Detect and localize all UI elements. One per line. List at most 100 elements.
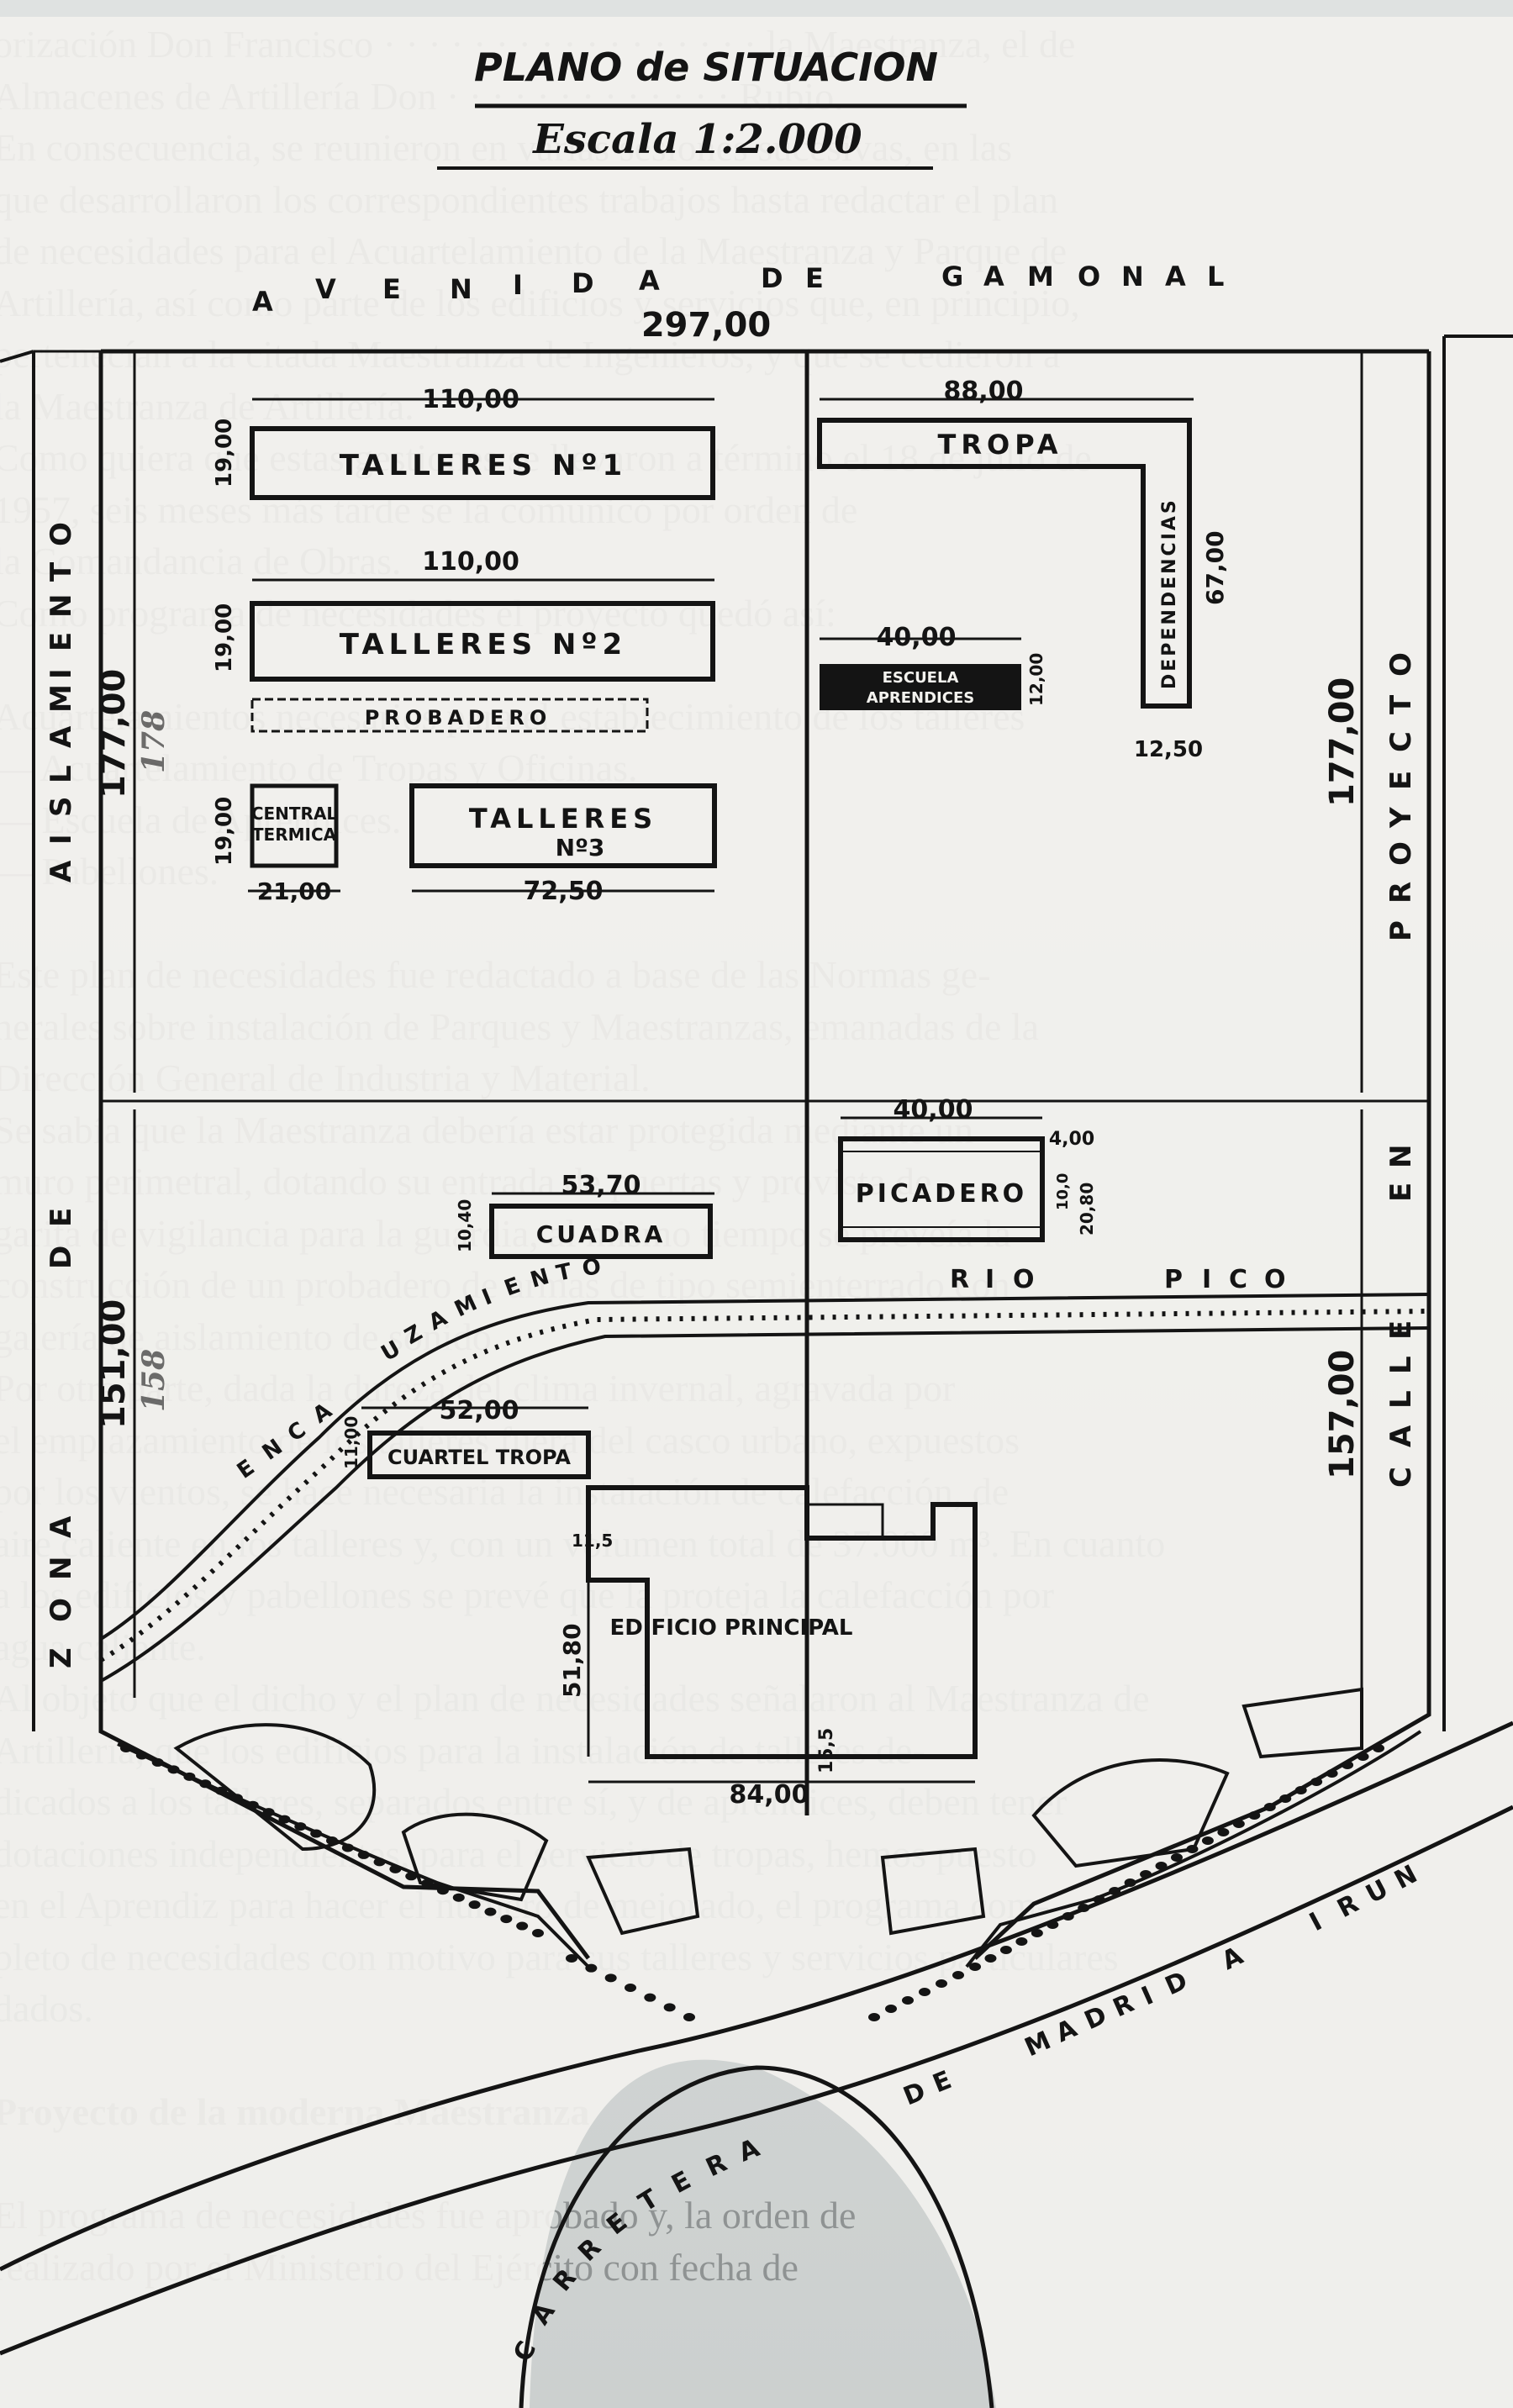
svg-text:E: E [1384, 1183, 1418, 1202]
tree-dot [452, 1893, 465, 1902]
tree-dot [278, 1815, 291, 1824]
tree-dot [683, 2013, 695, 2021]
tree-dot [1171, 1853, 1183, 1862]
tree-dot [868, 2013, 880, 2021]
svg-text:A: A [1384, 1425, 1418, 1447]
svg-text:15,5: 15,5 [816, 1728, 837, 1773]
svg-text:EDIFICIO PRINCIPAL: EDIFICIO PRINCIPAL [610, 1615, 853, 1641]
svg-text:10,0: 10,0 [1054, 1173, 1072, 1210]
svg-text:110,00: 110,00 [422, 385, 519, 414]
svg-text:R: R [950, 1265, 969, 1294]
svg-text:12,00: 12,00 [1026, 653, 1046, 706]
svg-text:84,00: 84,00 [730, 1780, 809, 1810]
svg-text:E: E [45, 632, 78, 651]
svg-text:P: P [1384, 920, 1418, 941]
tree-dot [1015, 1937, 1028, 1946]
tree-dot [373, 1857, 386, 1867]
svg-text:A: A [45, 725, 78, 748]
svg-text:T: T [45, 561, 78, 582]
tree-dot [1357, 1752, 1369, 1761]
svg-text:TALLERES Nº2: TALLERES Nº2 [340, 628, 627, 661]
svg-text:51,80: 51,80 [558, 1623, 586, 1698]
svg-text:TALLERES: TALLERES [469, 803, 657, 835]
svg-text:S: S [45, 797, 78, 818]
tree-dot [230, 1794, 243, 1803]
svg-text:N: N [1384, 1145, 1418, 1168]
svg-text:N: N [45, 594, 78, 618]
building-probadero: PROBADERO [250, 698, 649, 733]
svg-text:19,00: 19,00 [212, 603, 237, 672]
street-label-avenida-de-gamonal: A V E N I D A D E G A M O N A L [252, 261, 1224, 318]
tree-dot [999, 1946, 1012, 1954]
tree-dot [341, 1843, 354, 1852]
svg-text:O: O [1384, 841, 1418, 866]
svg-text:Z: Z [45, 1647, 78, 1668]
svg-text:A: A [639, 265, 660, 297]
svg-text:177,00: 177,00 [94, 669, 133, 798]
svg-text:A: A [252, 286, 273, 318]
tree-dot [1279, 1794, 1292, 1803]
svg-text:A: A [45, 1515, 78, 1538]
svg-text:178: 178 [136, 710, 171, 773]
svg-text:E: E [1384, 1320, 1418, 1340]
svg-text:CENTRAL: CENTRAL [251, 804, 338, 824]
svg-text:L: L [1207, 261, 1224, 292]
plan-paper [0, 17, 1513, 2408]
tree-dot [1248, 1811, 1261, 1820]
svg-text:E: E [667, 2166, 696, 2200]
svg-text:N: N [1121, 261, 1144, 292]
tree-dot [500, 1915, 513, 1924]
left-street [0, 350, 35, 1731]
svg-text:APRENDICES: APRENDICES [867, 689, 974, 707]
svg-text:40,00: 40,00 [894, 1095, 973, 1125]
building-tropa: 88,00 TROPA DEPENDENCIAS 67,00 12,50 [817, 377, 1229, 762]
tree-dot [644, 1993, 656, 2002]
svg-text:R: R [547, 2263, 583, 2297]
tree-dot [405, 1872, 418, 1881]
tree-dot [585, 1963, 598, 1973]
label-rio-pico: R I O P I C O [950, 1265, 1286, 1294]
tree-dot [1201, 1836, 1214, 1845]
svg-text:52,00: 52,00 [440, 1396, 519, 1425]
svg-text:D: D [572, 267, 594, 299]
svg-text:O: O [45, 522, 78, 546]
tree-dot [902, 1996, 914, 2005]
svg-text:177,00: 177,00 [1323, 677, 1362, 807]
svg-text:I: I [45, 834, 78, 845]
tree-dot [120, 1744, 132, 1752]
svg-text:E: E [805, 262, 824, 294]
tree-dot [1140, 1870, 1152, 1878]
building-talleres-2: 110,00 TALLERES Nº2 19,00 [212, 547, 715, 682]
tree-dot [1373, 1744, 1384, 1752]
svg-text:CUADRA: CUADRA [536, 1220, 667, 1248]
tree-dot [663, 2003, 676, 2012]
tree-dot [183, 1772, 196, 1781]
svg-text:I: I [1202, 1265, 1211, 1294]
svg-text:Y: Y [1384, 807, 1418, 829]
tree-dot [167, 1765, 180, 1774]
tree-dot [919, 1988, 930, 1996]
tree-dot [262, 1808, 275, 1817]
tree-dot [566, 1954, 577, 1963]
tree-dot [135, 1751, 148, 1760]
tree-dot [936, 1979, 947, 1988]
svg-text:O: O [1384, 652, 1418, 677]
svg-text:19,00: 19,00 [212, 419, 237, 487]
tree-dot [215, 1786, 228, 1795]
tree-dot [436, 1886, 449, 1895]
svg-text:TALLERES Nº1: TALLERES Nº1 [340, 449, 627, 482]
svg-text:O: O [45, 1598, 78, 1622]
svg-text:T: T [1384, 694, 1418, 714]
svg-text:D: D [45, 1246, 78, 1269]
svg-text:O: O [1013, 1265, 1035, 1294]
tree-dot [294, 1822, 307, 1831]
tree-dot [516, 1921, 529, 1931]
tree-dot [421, 1878, 434, 1888]
svg-text:R: R [1384, 882, 1418, 904]
street-label-calle-en: C A L L E E N [1384, 1145, 1418, 1488]
tree-dot [984, 1954, 997, 1963]
svg-text:O: O [1078, 261, 1100, 292]
dim-177-right: 177,00 [1323, 353, 1363, 1093]
svg-text:C: C [1384, 1467, 1418, 1488]
